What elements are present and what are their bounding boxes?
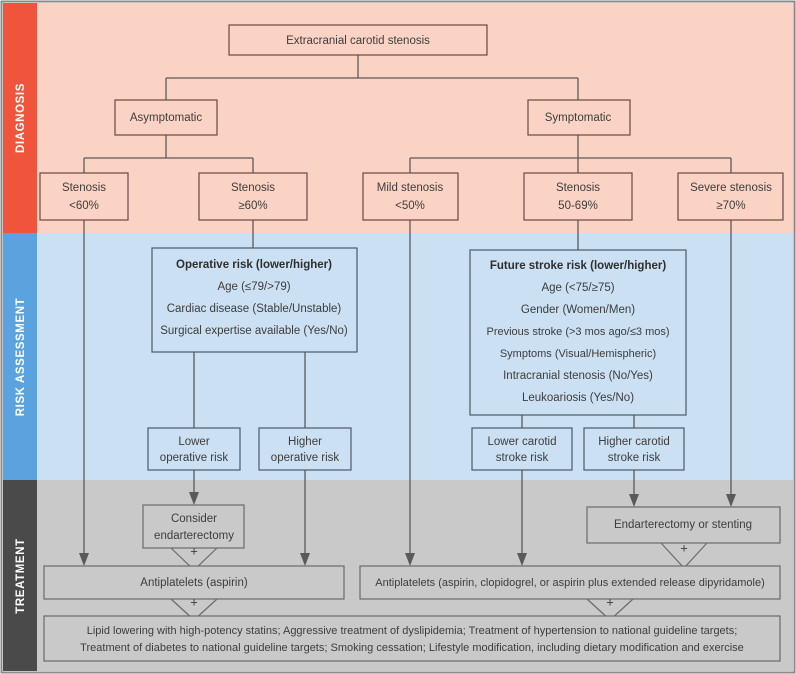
node-label-line-2: stroke risk — [496, 452, 549, 464]
node-label-line-2: ≥60% — [238, 200, 267, 212]
node-label-line-1: Severe stenosis — [690, 182, 772, 194]
plus-antiplatelets-right: + — [606, 594, 614, 609]
arrowhead-consider-endarterectomy — [189, 492, 199, 505]
arrowhead-endarterectomy-b — [726, 494, 736, 507]
node-label-line-1: Stenosis — [556, 182, 600, 194]
band-label-risk-assessment: RISK ASSESSMENT — [15, 298, 27, 416]
node-label-line-2: Cardiac disease (Stable/Unstable) — [167, 303, 342, 315]
node-label-line-1: Lipid lowering with high-potency statins… — [87, 625, 738, 637]
node-title: Operative risk (lower/higher) — [176, 259, 332, 271]
band-tab-risk-assessment — [3, 233, 37, 480]
node-stenosis-ge-60[interactable]: Stenosis ≥60% — [198, 172, 308, 221]
node-label-line-2: operative risk — [160, 452, 229, 464]
node-label-line-6: Leukoariosis (Yes/No) — [522, 392, 634, 404]
arrowhead-antiplatelets-left-b — [300, 553, 310, 566]
node-lower-operative-risk[interactable]: Lower operative risk — [147, 427, 241, 471]
band-tab-treatment — [3, 480, 37, 671]
node-label-line-3: Surgical expertise available (Yes/No) — [160, 325, 348, 337]
node-label: Antiplatelets (aspirin) — [140, 577, 248, 589]
node-label-line-2: Treatment of diabetes to national guidel… — [80, 642, 744, 654]
connector-lines — [83, 55, 732, 559]
band-label-diagnosis: DIAGNOSIS — [15, 83, 27, 153]
node-label-line-2: ≥70% — [716, 200, 745, 212]
node-label-line-1: Mild stenosis — [377, 182, 444, 194]
node-label-line-5: Intracranial stenosis (No/Yes) — [503, 370, 653, 382]
node-stenosis-50-69[interactable]: Stenosis 50-69% — [523, 172, 633, 221]
arrowhead-antiplatelets-right-a — [405, 553, 415, 566]
arrowhead-antiplatelets-left-a — [79, 553, 89, 566]
node-label-line-1: Age (≤79/>79) — [217, 281, 290, 293]
node-consider-endarterectomy[interactable]: Consider endarterectomy — [142, 504, 245, 549]
node-label: Endarterectomy or stenting — [614, 519, 752, 531]
node-lower-carotid-stroke-risk[interactable]: Lower carotid stroke risk — [471, 427, 573, 471]
node-label-line-4: Symptoms (Visual/Hemispheric) — [500, 348, 656, 360]
node-endarterectomy-or-stenting[interactable]: Endarterectomy or stenting — [586, 506, 781, 544]
node-label-line-2: Gender (Women/Men) — [521, 304, 635, 316]
node-label-line-1: Consider — [171, 513, 217, 525]
node-label-line-2: endarterectomy — [154, 530, 234, 542]
node-label: Antiplatelets (aspirin, clopidogrel, or … — [375, 577, 765, 589]
node-higher-operative-risk[interactable]: Higher operative risk — [258, 427, 352, 471]
node-label: Asymptomatic — [130, 112, 202, 124]
node-extracranial-carotid-stenosis[interactable]: Extracranial carotid stenosis — [228, 24, 488, 56]
plus-consider-endarterectomy: + — [190, 543, 198, 558]
node-label: Extracranial carotid stenosis — [286, 35, 430, 47]
node-stenosis-lt-60[interactable]: Stenosis <60% — [39, 172, 129, 221]
node-label-line-1: Lower carotid — [487, 436, 556, 448]
node-operative-risk[interactable]: Operative risk (lower/higher) Age (≤79/>… — [151, 247, 358, 353]
node-asymptomatic[interactable]: Asymptomatic — [114, 99, 218, 136]
node-label-line-2: <60% — [69, 200, 99, 212]
node-label-line-1: Stenosis — [231, 182, 275, 194]
arrowheads — [79, 492, 736, 566]
plus-antiplatelets-left: + — [190, 594, 198, 609]
node-label-line-2: 50-69% — [558, 200, 598, 212]
node-antiplatelets-aspirin[interactable]: Antiplatelets (aspirin) — [43, 565, 345, 600]
node-label-line-1: Stenosis — [62, 182, 106, 194]
plus-endarterectomy-stenting: + — [680, 540, 688, 555]
node-risk-factor-management[interactable]: Lipid lowering with high-potency statins… — [43, 615, 781, 662]
node-label-line-3: Previous stroke (>3 mos ago/≤3 mos) — [486, 326, 669, 338]
node-label-line-1: Lower — [178, 436, 209, 448]
band-label-treatment: TREATMENT — [15, 538, 27, 613]
node-title: Future stroke risk (lower/higher) — [490, 260, 667, 272]
band-tab-diagnosis — [3, 3, 37, 233]
node-mild-stenosis[interactable]: Mild stenosis <50% — [362, 172, 459, 221]
node-future-stroke-risk[interactable]: Future stroke risk (lower/higher) Age (<… — [469, 249, 687, 416]
node-higher-carotid-stroke-risk[interactable]: Higher carotid stroke risk — [583, 427, 685, 471]
node-antiplatelets-combination[interactable]: Antiplatelets (aspirin, clopidogrel, or … — [359, 565, 781, 600]
node-label-line-1: Higher carotid — [598, 436, 670, 448]
node-label-line-2: stroke risk — [608, 452, 661, 464]
arrowhead-antiplatelets-right-b — [517, 553, 527, 566]
node-label: Symptomatic — [545, 112, 612, 124]
node-label-line-2: <50% — [395, 200, 425, 212]
arrowhead-endarterectomy-a — [629, 494, 639, 507]
node-symptomatic[interactable]: Symptomatic — [527, 99, 631, 136]
node-label-line-2: operative risk — [271, 452, 340, 464]
node-label-line-1: Higher — [288, 436, 322, 448]
node-severe-stenosis[interactable]: Severe stenosis ≥70% — [677, 172, 784, 221]
node-label-line-1: Age (<75/≥75) — [541, 282, 614, 294]
